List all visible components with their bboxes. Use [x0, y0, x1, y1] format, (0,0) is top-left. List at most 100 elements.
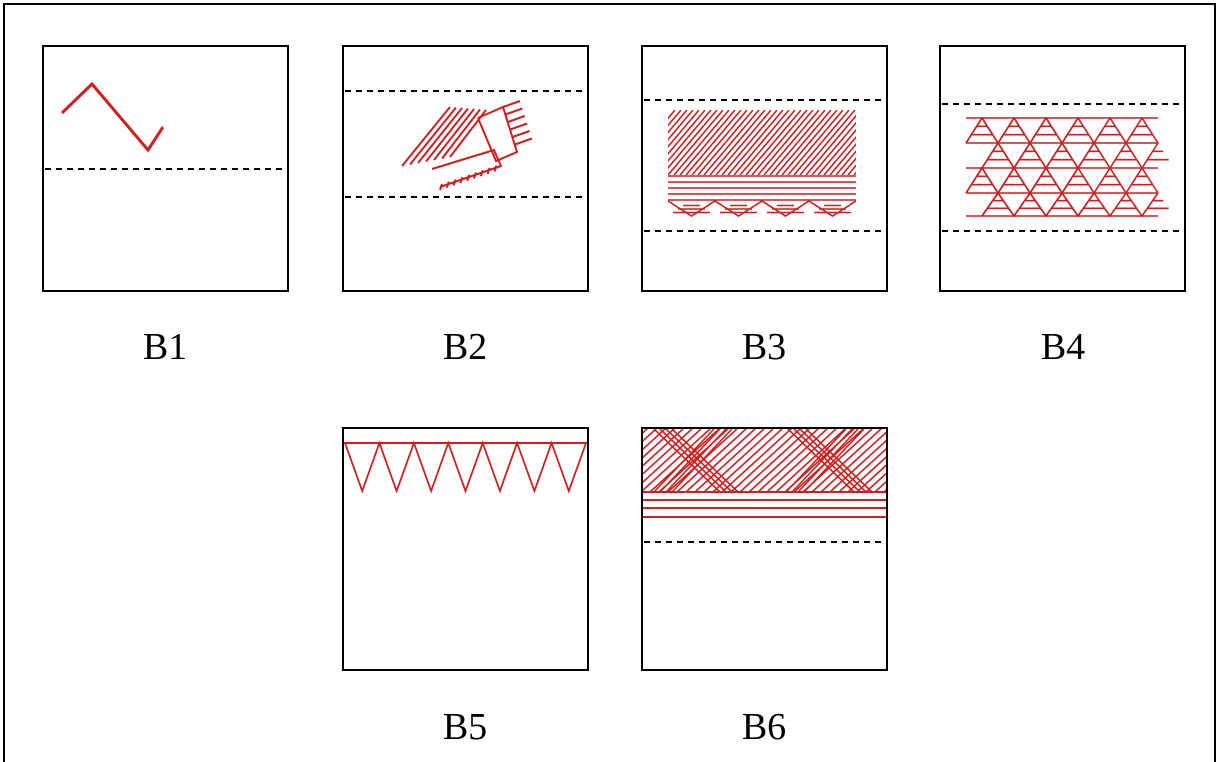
panel-b4-label: B4: [1040, 326, 1086, 368]
triangle-border-band: [667, 200, 857, 217]
hatch-stroke: [799, 110, 856, 175]
fringe-stroke: [509, 122, 528, 131]
hatch-stroke: [938, 428, 1008, 492]
lattice-zigzag: [981, 141, 1159, 170]
panel-b5-label: B5: [442, 706, 488, 748]
hatch-stroke: [721, 110, 778, 175]
hatch-stroke: [685, 110, 742, 175]
hatch-stroke: [748, 429, 820, 492]
motif-lower-outline: [431, 148, 503, 188]
fringe-stroke: [417, 107, 463, 164]
hatch-stroke: [712, 429, 784, 492]
hatch-stroke: [739, 110, 796, 175]
cross-stroke: [665, 429, 733, 492]
hatch-stroke: [643, 429, 685, 467]
fringe-stroke: [452, 179, 457, 186]
hatch-stroke: [920, 428, 990, 492]
panel-b2-label: B2: [442, 326, 488, 368]
hatch-stroke: [793, 110, 850, 175]
triangle-lattice-motif: [965, 116, 1169, 218]
hatch-stroke: [668, 110, 682, 127]
panel-b3-border: [641, 45, 888, 292]
panel-b2-border: [342, 45, 589, 292]
hatch-stroke: [643, 429, 703, 484]
figure-frame: [3, 3, 1216, 762]
lattice-zigzag: [965, 116, 1159, 145]
panel-b2: [342, 45, 589, 292]
hatch-stroke: [560, 428, 630, 492]
triangle-sawtooth: [667, 200, 857, 217]
panel-b4-border: [939, 45, 1186, 292]
hatch-stroke: [757, 110, 814, 175]
fringe-stroke: [445, 181, 450, 189]
hatch-stroke: [823, 135, 856, 175]
hatch-stroke: [703, 110, 760, 175]
hatch-stroke: [929, 428, 999, 492]
sawtooth-triangle-border: [344, 440, 587, 494]
hatch-stroke: [874, 480, 886, 492]
fringe-stroke: [439, 183, 443, 191]
fringe-stroke: [505, 107, 523, 116]
fringe-stroke: [433, 108, 475, 161]
hatch-stroke: [902, 428, 972, 492]
cross-hatch-band: [560, 428, 1008, 492]
diagonal-hatch-band: [668, 110, 921, 175]
panel-b1-border: [42, 45, 289, 292]
hatch-stroke: [703, 429, 775, 492]
hatch-stroke: [643, 429, 694, 475]
hatch-stroke: [668, 110, 712, 163]
hatch-stroke: [715, 110, 772, 175]
panel-b3: [641, 45, 921, 292]
lattice-zigzag: [981, 191, 1159, 218]
hatch-stroke: [643, 429, 676, 459]
hatch-stroke: [668, 110, 694, 141]
hatch-stroke: [781, 110, 838, 175]
hatch-stroke: [673, 110, 730, 175]
hatch-stroke: [668, 110, 706, 155]
fringe-stroke: [514, 137, 533, 146]
panel-b6: [560, 427, 1008, 671]
hatch-stroke: [835, 150, 856, 175]
hatch-stroke: [820, 431, 886, 492]
hatch-stroke: [668, 110, 718, 170]
cross-stroke: [805, 429, 873, 492]
panel-b1: [42, 45, 289, 292]
cross-stroke: [659, 429, 727, 492]
cross-stroke: [797, 429, 859, 492]
hatch-stroke: [679, 110, 736, 175]
hatch-stroke: [911, 428, 981, 492]
fringed-textile-motif: [401, 100, 533, 191]
hatch-stroke: [775, 429, 847, 492]
horizontal-stripe-band: [668, 175, 856, 201]
panel-b6-label: B6: [741, 706, 787, 748]
hatch-stroke: [829, 439, 886, 492]
hatch-stroke: [694, 429, 766, 492]
hatch-stroke: [643, 429, 712, 492]
panel-b5: [342, 427, 589, 671]
fringe-stroke: [401, 106, 451, 167]
fringe-stroke: [507, 115, 526, 123]
hatch-stroke: [866, 110, 921, 175]
fringe-stroke: [466, 174, 471, 182]
panel-b4: [939, 45, 1186, 292]
panel-b6-border: [641, 427, 888, 671]
hatch-stroke: [853, 171, 856, 175]
motif-block-outline: [477, 105, 519, 163]
hatch-stroke: [883, 489, 886, 492]
cross-stroke: [785, 429, 847, 492]
fringe-stroke: [473, 172, 477, 179]
hatch-stroke: [691, 110, 748, 175]
fringe-stroke: [459, 176, 464, 184]
hatch-stroke: [643, 429, 658, 442]
lattice-zigzag: [965, 166, 1159, 195]
hatch-stroke: [733, 110, 790, 175]
hatch-stroke: [668, 110, 724, 175]
fringe-stroke: [441, 108, 481, 160]
fringe-stroke: [425, 107, 469, 163]
cross-stroke: [665, 429, 727, 492]
panel-b1-label: B1: [142, 326, 188, 368]
hatch-stroke: [787, 110, 844, 175]
hatch-stroke: [676, 429, 748, 492]
cross-stroke: [803, 429, 865, 492]
fringe-stroke: [512, 130, 530, 138]
